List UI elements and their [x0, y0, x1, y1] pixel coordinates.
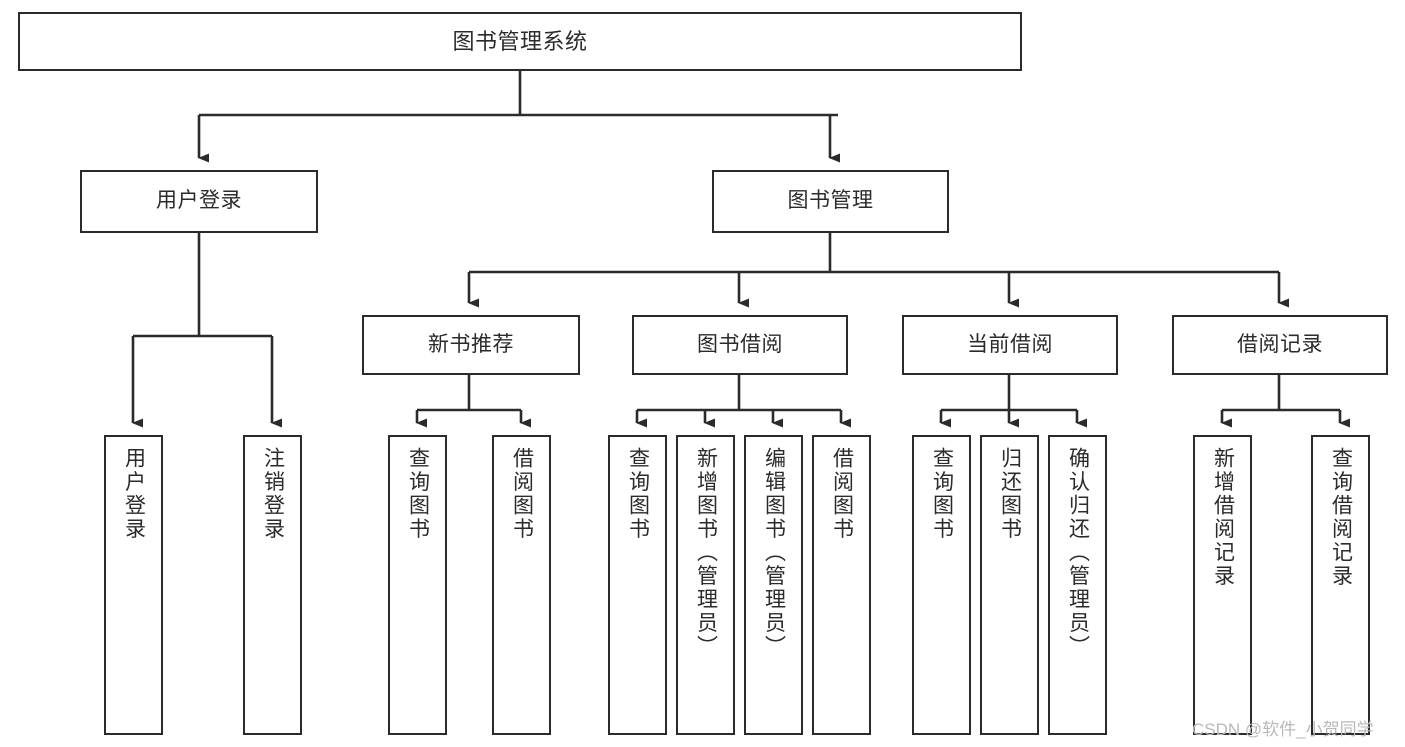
node-leaf-query-book-bb-label: 查询图书	[626, 447, 650, 541]
node-new-book-recommend[interactable]: 新书推荐	[362, 315, 580, 375]
node-leaf-borrow-book-bb[interactable]: 借阅图书	[812, 435, 871, 735]
node-current-borrow-label: 当前借阅	[967, 332, 1053, 356]
node-leaf-return-book-label: 归还图书	[998, 447, 1022, 541]
node-leaf-user-login[interactable]: 用户登录	[104, 435, 163, 735]
node-user-login[interactable]: 用户登录	[80, 170, 318, 233]
node-leaf-query-book-nb[interactable]: 查询图书	[388, 435, 447, 735]
csdn-watermark: CSDN @软件_小贺同学	[1192, 720, 1374, 739]
node-leaf-logout-label: 注销登录	[261, 447, 285, 541]
node-book-management-label: 图书管理	[787, 189, 874, 213]
node-leaf-query-borrow-record[interactable]: 查询借阅记录	[1311, 435, 1370, 735]
node-leaf-query-book-nb-label: 查询图书	[406, 447, 430, 541]
node-leaf-query-book-bb[interactable]: 查询图书	[608, 435, 667, 735]
node-borrow-record-label: 借阅记录	[1237, 332, 1323, 356]
node-leaf-logout[interactable]: 注销登录	[243, 435, 302, 735]
node-book-management[interactable]: 图书管理	[712, 170, 949, 233]
node-leaf-query-borrow-record-label: 查询借阅记录	[1329, 447, 1353, 588]
node-leaf-edit-book-admin[interactable]: 编辑图书（管理员）	[744, 435, 803, 735]
node-leaf-query-book-cb-label: 查询图书	[930, 447, 954, 541]
node-leaf-edit-book-admin-label: 编辑图书（管理员）	[762, 447, 786, 659]
node-leaf-borrow-book-nb[interactable]: 借阅图书	[492, 435, 551, 735]
node-leaf-add-borrow-record[interactable]: 新增借阅记录	[1193, 435, 1252, 735]
node-leaf-confirm-return-admin[interactable]: 确认归还（管理员）	[1048, 435, 1107, 735]
node-current-borrow[interactable]: 当前借阅	[902, 315, 1118, 375]
node-root-system-label: 图书管理系统	[452, 28, 588, 54]
node-root-system[interactable]: 图书管理系统	[18, 12, 1022, 71]
node-leaf-add-borrow-record-label: 新增借阅记录	[1211, 447, 1235, 588]
node-borrow-record[interactable]: 借阅记录	[1172, 315, 1388, 375]
node-leaf-add-book-admin[interactable]: 新增图书（管理员）	[676, 435, 735, 735]
node-leaf-borrow-book-bb-label: 借阅图书	[830, 447, 854, 541]
node-leaf-borrow-book-nb-label: 借阅图书	[510, 447, 534, 541]
node-leaf-add-book-admin-label: 新增图书（管理员）	[694, 447, 718, 659]
node-book-borrow-label: 图书借阅	[697, 332, 783, 356]
node-leaf-query-book-cb[interactable]: 查询图书	[912, 435, 971, 735]
node-leaf-user-login-label: 用户登录	[122, 447, 146, 541]
node-new-book-recommend-label: 新书推荐	[428, 332, 514, 356]
node-user-login-label: 用户登录	[156, 189, 242, 213]
node-book-borrow[interactable]: 图书借阅	[632, 315, 848, 375]
node-leaf-return-book[interactable]: 归还图书	[980, 435, 1039, 735]
node-leaf-confirm-return-admin-label: 确认归还（管理员）	[1066, 447, 1090, 659]
